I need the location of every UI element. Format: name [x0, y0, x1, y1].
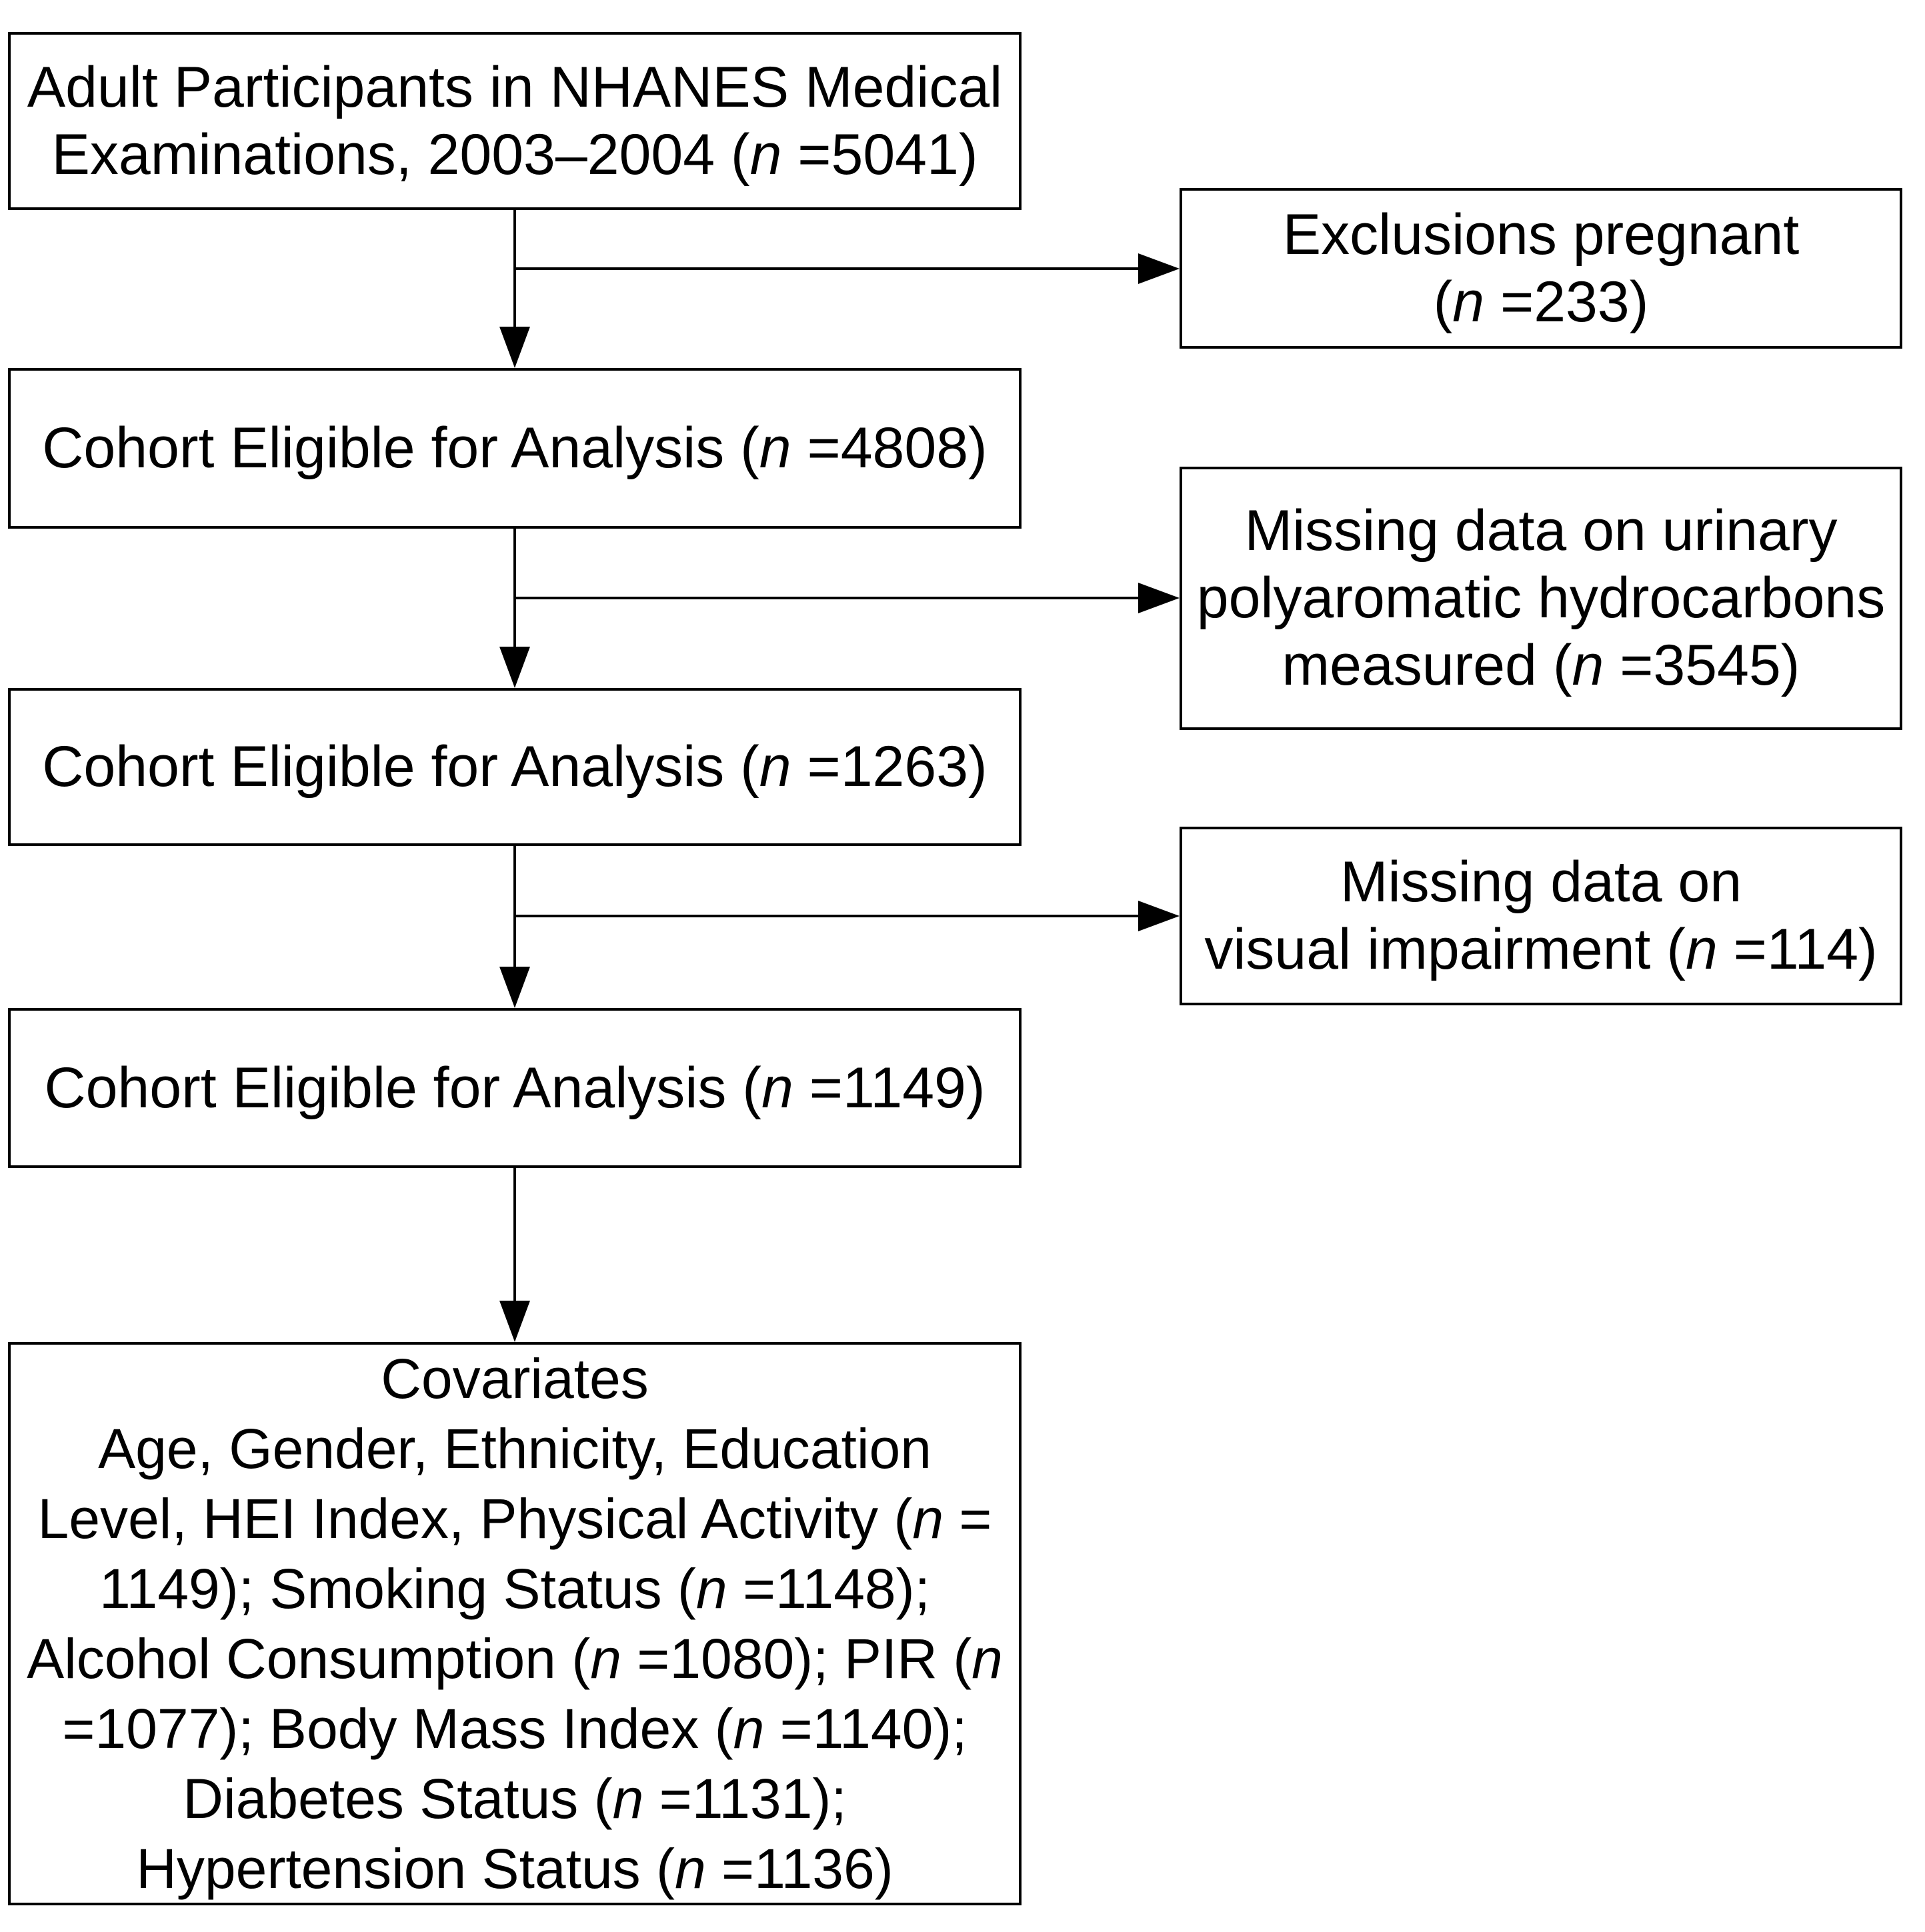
n-italic: n	[675, 1837, 706, 1900]
arrowhead-right-pregnant	[1138, 253, 1180, 284]
text-segment: (	[1433, 269, 1453, 334]
text-segment: =1131);	[643, 1767, 847, 1830]
text-segment: =	[943, 1487, 992, 1550]
box-cohort-eligible-4808-text: Cohort Eligible for Analysis (n =4808)	[42, 415, 987, 482]
n-italic: n	[759, 735, 791, 799]
n-italic: n	[695, 1557, 727, 1620]
arrowhead-right-visual	[1138, 901, 1180, 931]
n-italic: n	[972, 1627, 1003, 1690]
text-segment: =1136)	[705, 1837, 893, 1900]
arrowhead-down-1263	[499, 647, 530, 688]
box-cohort-eligible-1149: Cohort Eligible for Analysis (n =1149)	[8, 1008, 1022, 1168]
arrowhead-down-1149	[499, 967, 530, 1008]
box-cohort-eligible-1149-text: Cohort Eligible for Analysis (n =1149)	[44, 1055, 985, 1122]
n-italic: n	[590, 1627, 621, 1690]
arrowhead-right-urinary	[1138, 583, 1180, 613]
text-segment: =1149)	[793, 1055, 986, 1120]
n-italic: n	[761, 1055, 793, 1120]
arrowhead-down-4808	[499, 327, 530, 368]
arrowhead-down-covariates	[499, 1301, 530, 1342]
text-segment: Adult Participants in NHANES Medical	[27, 55, 1003, 119]
text-segment: =5041)	[781, 122, 978, 187]
text-segment: Missing data on urinary	[1244, 499, 1838, 563]
text-segment: Diabetes Status (	[183, 1767, 613, 1830]
text-segment: =3545)	[1604, 633, 1800, 697]
text-segment: =1077); Body Mass Index (	[62, 1697, 733, 1760]
text-segment: 1149); Smoking Status (	[99, 1557, 696, 1620]
text-segment: Cohort Eligible for Analysis (	[42, 416, 759, 480]
text-segment: Hypertension Status (	[136, 1837, 675, 1900]
text-segment: =114)	[1717, 917, 1878, 981]
text-segment: Cohort Eligible for Analysis (	[42, 735, 759, 799]
box-cohort-eligible-4808: Cohort Eligible for Analysis (n =4808)	[8, 368, 1022, 529]
n-italic: n	[1685, 917, 1718, 981]
text-segment: Covariates	[381, 1347, 649, 1410]
n-italic: n	[1572, 633, 1604, 697]
text-segment: =1263)	[791, 735, 988, 799]
text-segment: visual impairment (	[1204, 917, 1686, 981]
text-segment: =4808)	[791, 416, 988, 480]
text-segment: measured (	[1282, 633, 1572, 697]
text-segment: polyaromatic hydrocarbons	[1196, 566, 1886, 630]
text-segment: =233)	[1484, 269, 1649, 334]
text-segment: Age, Gender, Ethnicity, Education	[98, 1417, 931, 1480]
box-cohort-eligible-1263-text: Cohort Eligible for Analysis (n =1263)	[42, 733, 987, 801]
box-cohort-eligible-1263: Cohort Eligible for Analysis (n =1263)	[8, 688, 1022, 846]
text-segment: Level, HEI Index, Physical Activity (	[37, 1487, 913, 1550]
box-exclusions-pregnant: Exclusions pregnant(n =233)	[1180, 188, 1902, 349]
n-italic: n	[759, 416, 791, 480]
box-exclusions-pregnant-text: Exclusions pregnant(n =233)	[1283, 201, 1799, 336]
text-segment: =1140);	[764, 1697, 968, 1760]
text-segment: Cohort Eligible for Analysis (	[44, 1055, 761, 1120]
n-italic: n	[1452, 269, 1485, 334]
text-segment: =1080); PIR (	[621, 1627, 972, 1690]
text-segment: Examinations, 2003–2004 (	[51, 122, 750, 187]
n-italic: n	[733, 1697, 765, 1760]
n-italic: n	[912, 1487, 944, 1550]
text-segment: =1148);	[727, 1557, 930, 1620]
text-segment: Exclusions pregnant	[1282, 202, 1800, 267]
text-segment: Alcohol Consumption (	[27, 1627, 591, 1690]
n-italic: n	[749, 122, 782, 187]
text-segment: Missing data on	[1340, 850, 1742, 914]
n-italic: n	[612, 1767, 644, 1830]
